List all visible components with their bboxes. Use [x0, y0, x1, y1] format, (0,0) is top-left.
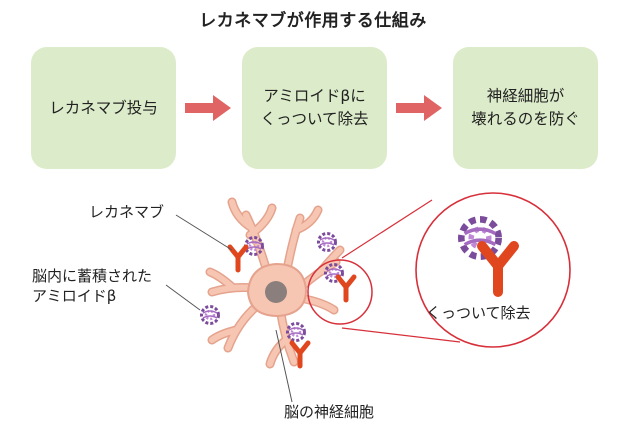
label-neuron: 脳の神経細胞 [284, 403, 375, 421]
step-box-protect: 神経細胞が 壊れるのを防ぐ [453, 47, 598, 169]
arrow-right-icon [396, 95, 442, 121]
zoom-line [341, 327, 461, 343]
neuron-illustration [165, 192, 571, 403]
amyloid-plaque [317, 232, 337, 252]
label-amyloid-line1: 脳内に蓄積された [32, 267, 153, 285]
leader-line [165, 284, 201, 311]
label-lecanemab: レカネマブ [89, 203, 165, 221]
step-text-line1: 神経細胞が [486, 87, 565, 105]
step-text: レカネマブ投与 [49, 98, 158, 117]
amyloid-plaque [200, 305, 220, 325]
zoom-source-circle [307, 259, 373, 325]
step-box-administer: レカネマブ投与 [31, 47, 176, 169]
arrow-right-icon [185, 95, 231, 121]
label-detach: くっついて除去 [426, 304, 531, 322]
step-box-bind-remove: アミロイドβに くっついて除去 [242, 47, 387, 169]
zoom-line [341, 199, 433, 259]
step-text-line2: 壊れるのを防ぐ [471, 110, 580, 128]
label-amyloid: 脳内に蓄積された アミロイドβ [32, 266, 152, 306]
neuron-nucleus [265, 281, 287, 303]
step-text-line2: くっついて除去 [260, 110, 369, 128]
antibody-icon [338, 277, 354, 300]
leader-line [275, 329, 293, 403]
leader-line [175, 214, 233, 251]
label-amyloid-line2: アミロイドβ [32, 287, 117, 305]
antibody-icon [230, 247, 246, 270]
diagram-title: レカネマブが作用する仕組み [199, 11, 427, 31]
step-text-line1: アミロイドβに [263, 87, 366, 105]
